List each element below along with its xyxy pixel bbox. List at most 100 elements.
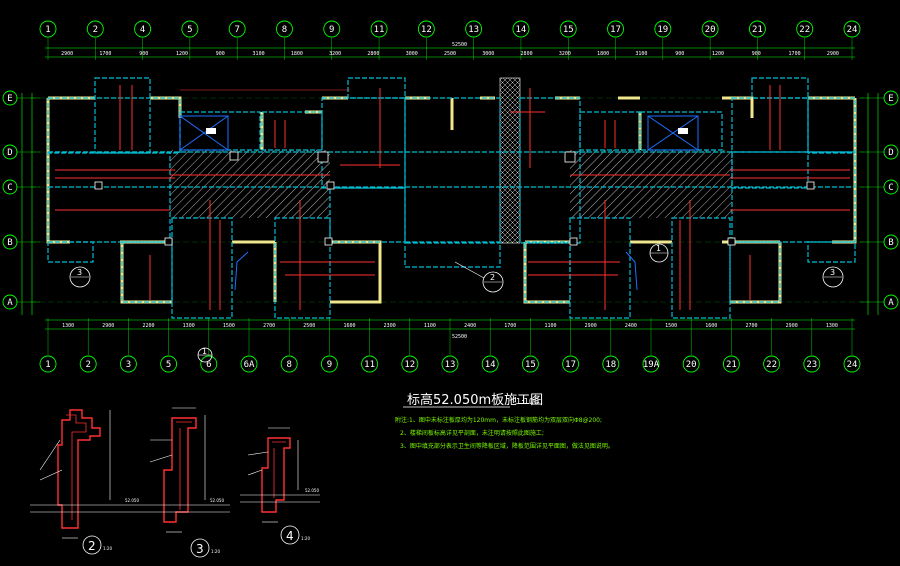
grid-bubble-top-22-label: 22 [799, 25, 810, 35]
grid-bubble-top-9-label: 9 [329, 25, 334, 35]
grid-bubble-bottom-11-label: 11 [364, 360, 375, 370]
grid-bubble-top-11-label: 11 [374, 25, 385, 35]
grid-bubble-right-A: A [883, 294, 899, 310]
dim-top-2: 900 [139, 51, 148, 57]
dim-top-13: 3200 [559, 51, 571, 57]
dim-bottom-1: 2900 [102, 323, 114, 329]
grid-bubble-right-B: B [883, 234, 899, 250]
dim-bottom-16: 1600 [705, 323, 717, 329]
dim-bottom-15: 1500 [665, 323, 677, 329]
grid-bubble-left-E-label: E [7, 94, 12, 104]
grid-bubble-bottom-19A-label: 19A [643, 360, 660, 370]
grid-bubble-bottom-2-label: 2 [85, 360, 90, 370]
dim-top-3: 1200 [176, 51, 188, 57]
grid-bubble-top-7: 7 [228, 20, 246, 38]
grid-bubble-bottom-14: 14 [481, 355, 499, 373]
grid-bubble-top-8: 8 [276, 20, 293, 38]
drawing-title: 标高52.050m板施工图 [407, 392, 543, 408]
callout-3-plan-right: 3 [822, 266, 844, 288]
grid-bubble-bottom-23-label: 23 [806, 360, 817, 370]
grid-bubble-top-21: 21 [748, 20, 766, 38]
dim-top-5: 3100 [253, 51, 265, 57]
grid-bubble-bottom-13-label: 13 [445, 360, 456, 370]
grid-bubble-top-5: 5 [181, 20, 199, 38]
grid-bubble-top-11: 11 [370, 20, 388, 38]
grid-bubble-top-15-label: 15 [563, 25, 574, 35]
svg-text:1:20: 1:20 [211, 549, 220, 554]
svg-text:1: 1 [656, 244, 661, 253]
callout-1-plan-right: 1 [649, 243, 669, 263]
grid-bubble-bottom-22-label: 22 [766, 360, 777, 370]
dim-bottom-18: 2900 [786, 323, 798, 329]
note-line-2: 2、楼梯间板标高详见平剖面，未注明请按照此图施工; [400, 429, 544, 437]
dim-top-1: 1700 [99, 51, 111, 57]
grid-bubble-bottom-23: 23 [803, 355, 821, 373]
grid-bubble-top-4: 4 [134, 20, 152, 38]
dim-top-11: 3000 [482, 51, 494, 57]
section-2-number: 2 [88, 539, 96, 553]
grid-bubble-top-1-label: 1 [45, 25, 50, 35]
grid-bubble-bottom-12-label: 12 [404, 360, 415, 370]
section-detail-2: 52.050 2 1:20 [30, 409, 140, 555]
grid-bubble-top-13-label: 13 [468, 25, 479, 35]
section-detail-3: 52.050 3 1:20 [140, 407, 230, 558]
svg-text:3: 3 [77, 268, 82, 277]
grid-bubble-bottom-20: 20 [682, 355, 700, 373]
note-line-1: 附注:1、图中未标注板厚均为120mm，未标注板钢筋均为双层双向Φ8@200; [395, 416, 602, 424]
grid-bubble-left-E: E [2, 90, 18, 106]
grid-bubble-left-C: C [2, 179, 18, 195]
grid-bubble-bottom-6-label: 6 [206, 360, 211, 370]
grid-bubble-top-7-label: 7 [234, 25, 239, 35]
grid-bubble-left-B-label: B [7, 238, 12, 248]
grid-bubble-bottom-20-label: 20 [686, 360, 697, 370]
svg-text:52.050: 52.050 [125, 498, 139, 503]
dim-top-8: 2800 [367, 51, 379, 57]
dim-top-18: 900 [752, 51, 761, 57]
opening-mark-left [206, 128, 216, 134]
dim-top-7: 3200 [329, 51, 341, 57]
hatched-slab-right-2 [570, 188, 732, 218]
dim-bottom-11: 1700 [504, 323, 516, 329]
dim-top-12: 2800 [521, 51, 533, 57]
grid-bubble-bottom-3-label: 3 [126, 360, 131, 370]
svg-text:52.050: 52.050 [210, 498, 224, 503]
dim-bottom-9: 1100 [424, 323, 436, 329]
grid-bubble-left-C-label: C [7, 183, 12, 193]
grid-bubble-bottom-13: 13 [441, 355, 459, 373]
dim-top-20: 2900 [827, 51, 839, 57]
svg-text:3: 3 [830, 268, 835, 277]
note-line-3: 3、图中填充部分表示卫生间等降板区域，降板范围详见平面图，做法见图说明。 [400, 442, 614, 450]
grid-bubble-top-4-label: 4 [140, 25, 145, 35]
section-detail-4: 52.050 4 1:20 [240, 427, 320, 545]
grid-bubble-bottom-24: 24 [843, 355, 861, 373]
drawing-scale: 1:100 [516, 397, 539, 406]
drawing-notes: 附注:1、图中未标注板厚均为120mm，未标注板钢筋均为双层双向Φ8@200; … [395, 416, 614, 450]
dim-bottom-10: 2400 [464, 323, 476, 329]
grid-bubble-bottom-21-label: 21 [726, 360, 737, 370]
grid-bubble-top-14: 14 [512, 20, 530, 38]
grid-bubble-right-D: D [883, 144, 899, 160]
hatched-slab-left-1 [170, 150, 330, 188]
dim-top-16: 900 [675, 51, 684, 57]
grid-bubble-bottom-1-label: 1 [45, 360, 50, 370]
dim-top-0: 2900 [61, 51, 73, 57]
grid-bubble-top-12-label: 12 [421, 25, 432, 35]
dim-bottom-8: 2300 [384, 323, 396, 329]
grid-bubble-bottom-19A: 19A [642, 355, 660, 373]
dim-top-15: 3100 [635, 51, 647, 57]
grid-bubble-top-24: 24 [843, 20, 861, 38]
grid-bubble-top-22: 22 [796, 20, 814, 38]
svg-text:1:20: 1:20 [301, 536, 310, 541]
drawing-title-block: 标高52.050m板施工图 1:100 [403, 392, 543, 408]
svg-text:52.050: 52.050 [305, 488, 319, 493]
dim-bottom-3: 1300 [183, 323, 195, 329]
grid-bubble-top-2-label: 2 [93, 25, 98, 35]
grid-bubble-bottom-15: 15 [521, 355, 539, 373]
grid-bubble-bottom-5: 5 [160, 355, 178, 373]
svg-text:1:20: 1:20 [103, 546, 112, 551]
grid-bubble-left-D: D [2, 144, 18, 160]
